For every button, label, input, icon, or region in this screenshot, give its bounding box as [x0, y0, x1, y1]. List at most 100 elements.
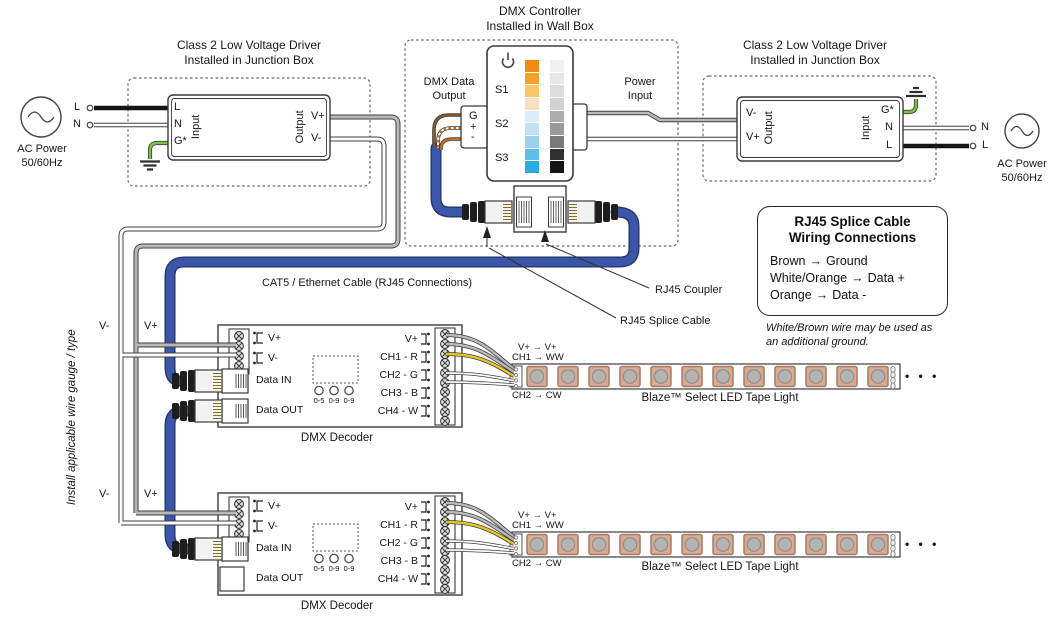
driver-left-n: N	[174, 118, 182, 130]
earth-ground-icon-right	[906, 86, 926, 98]
driver-right-vminus: V-	[746, 107, 757, 119]
strip1-map-ch1: CH1 → WW	[512, 352, 564, 363]
strip2-map-v: V+ → V+	[518, 510, 557, 521]
strip2-name: Blaze™ Select LED Tape Light	[641, 561, 799, 573]
controller-power-tab	[571, 103, 588, 151]
driver-left-g: G*	[174, 135, 187, 147]
decoder1-output-wires	[445, 333, 516, 387]
junction-box-left	[127, 77, 371, 187]
driver-left-input: Input	[190, 114, 203, 140]
terminal-n-left	[86, 121, 94, 129]
earth-ground-icon-left	[140, 160, 160, 171]
dec1-ch1: CH1 - R	[380, 351, 418, 363]
driver-right-vplus: V+	[746, 131, 760, 143]
dmx-wire-brown	[432, 113, 461, 146]
splice-wiring-box: RJ45 Splice Cable Wiring Connections Bro…	[757, 206, 948, 316]
driver-right-output: Output	[763, 111, 776, 145]
dmx-wire-white-orange	[436, 126, 461, 148]
wire-gauge-note: Install applicable wire gauge / type	[65, 329, 78, 506]
driver-left-output: Output	[294, 110, 307, 144]
splice-row-white-orange: White/Orange→Data +	[770, 271, 905, 285]
power-icon	[501, 52, 515, 68]
vplus-bus-wire	[133, 114, 401, 516]
dec2-dip-1: 0-5	[313, 564, 325, 573]
splice-box-title-1: RJ45 Splice Cable	[794, 214, 911, 229]
wall-box	[404, 39, 679, 247]
rj45-coupler	[513, 185, 567, 233]
dec1-data-out: Data OUT	[256, 404, 304, 416]
splice-cable-label: RJ45 Splice Cable	[620, 315, 711, 327]
dec2-name: DMX Decoder	[300, 600, 374, 612]
bus-vminus-label-2: V-	[99, 488, 110, 500]
dec1-dip-2: 0-9	[328, 396, 340, 405]
splice-row-brown: Brown→Ground	[770, 254, 868, 268]
driver-left-box	[167, 94, 331, 161]
strip2-continues: • • •	[905, 537, 940, 551]
controller-terminal-plus: +	[470, 121, 477, 133]
strip1-map-ch2: CH2 → CW	[512, 390, 562, 401]
cat5-label: CAT5 / Ethernet Cable (RJ45 Connections)	[261, 277, 473, 289]
color-temp-slider	[525, 60, 539, 174]
dec1-name: DMX Decoder	[300, 432, 374, 444]
dec2-ch2: CH2 - G	[379, 537, 418, 549]
terminal-l-left	[86, 104, 94, 112]
dec1-vminus: V-	[268, 352, 278, 364]
dec1-data-in: Data IN	[256, 374, 292, 386]
dec1-dip-3: 0-9	[343, 396, 355, 405]
strip1-continues: • • •	[905, 369, 940, 383]
ac-source-icon-right	[1004, 113, 1040, 149]
splice-box-title-2: Wiring Connections	[788, 230, 917, 245]
bus-vplus-label-2: V+	[144, 488, 158, 500]
neutral-label-left: N	[73, 118, 81, 130]
coupler-label: RJ45 Coupler	[655, 284, 723, 296]
data-out-jack-2-empty	[219, 566, 245, 592]
line-label-right: L	[982, 139, 989, 151]
driver-left-vminus: V-	[311, 132, 322, 144]
dec2-dip-2: 0-9	[328, 564, 340, 573]
strip1-name: Blaze™ Select LED Tape Light	[641, 392, 799, 404]
line-label-left: L	[74, 101, 81, 113]
bus-vminus-label-1: V-	[99, 320, 110, 332]
driver-right-input: Input	[860, 115, 873, 141]
dec2-dip-3: 0-9	[343, 564, 355, 573]
dmx-decoder-2	[218, 493, 462, 595]
vminus-bus-wire	[118, 136, 387, 526]
strip1-map-v: V+ → V+	[518, 342, 557, 353]
driver-right-n: N	[885, 121, 893, 133]
dec1-dip-1: 0-5	[313, 396, 325, 405]
driver-right-l: L	[886, 139, 893, 151]
strip2-map-ch2: CH2 → CW	[512, 558, 562, 569]
dec1-out-vplus: V+	[404, 333, 418, 345]
cat5-cable-to-decoder-1	[164, 206, 640, 387]
scene-3-label: S3	[495, 152, 509, 164]
coupler-callout-arrows	[483, 226, 650, 319]
decoder2-output-wires	[445, 501, 516, 555]
led-tape-light-1	[509, 363, 901, 390]
ground-wire-right	[903, 99, 919, 115]
controller-terminal-g: G	[469, 110, 478, 122]
neutral-label-right: N	[981, 121, 989, 133]
terminal-l-right	[969, 142, 977, 150]
dec1-vplus: V+	[268, 332, 282, 344]
driver-right-box	[736, 96, 904, 162]
dec2-ch3: CH3 - B	[380, 555, 418, 567]
cat5-cable-decoder1-to-decoder2	[164, 405, 194, 555]
rj45-plug-coupler-left	[461, 200, 513, 224]
ground-wire-left	[147, 140, 168, 159]
dec1-ch4: CH4 - W	[377, 405, 418, 417]
scene-2-label: S2	[495, 118, 509, 130]
led-tape-light-2	[509, 531, 901, 558]
dec2-data-out: Data OUT	[256, 572, 304, 584]
dec2-ch1: CH1 - R	[380, 519, 418, 531]
driver-left-vplus: V+	[311, 110, 325, 122]
controller-terminal-minus: -	[471, 131, 475, 143]
